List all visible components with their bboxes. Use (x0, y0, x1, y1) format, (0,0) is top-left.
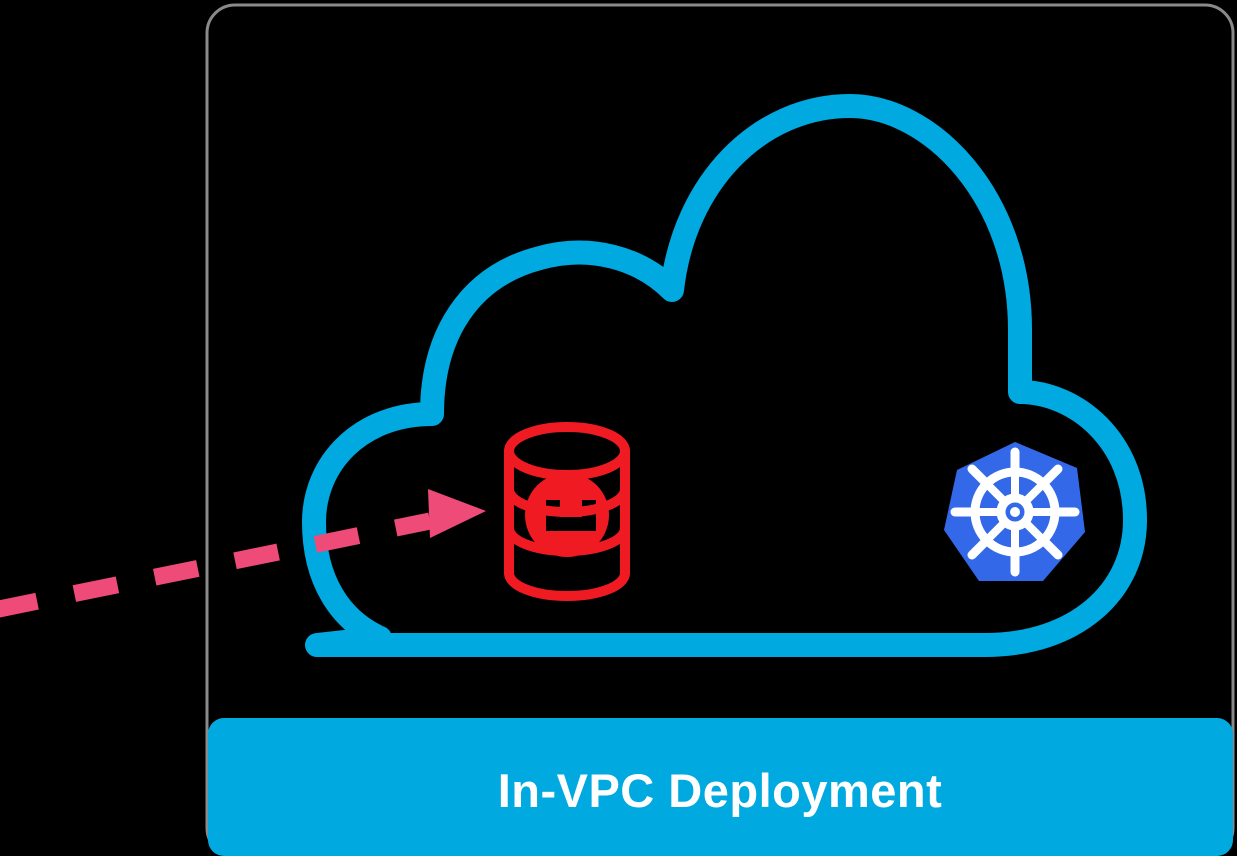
deployment-banner[interactable]: In-VPC Deployment (208, 718, 1233, 856)
cloud-outline (302, 94, 1147, 657)
kubernetes-icon (944, 442, 1085, 581)
inbound-traffic-arrow (0, 489, 486, 618)
database-icon (504, 422, 630, 602)
deployment-boundary-frame (205, 3, 1235, 856)
banner-label: In-VPC Deployment (498, 764, 943, 817)
banner-background (208, 718, 1233, 856)
